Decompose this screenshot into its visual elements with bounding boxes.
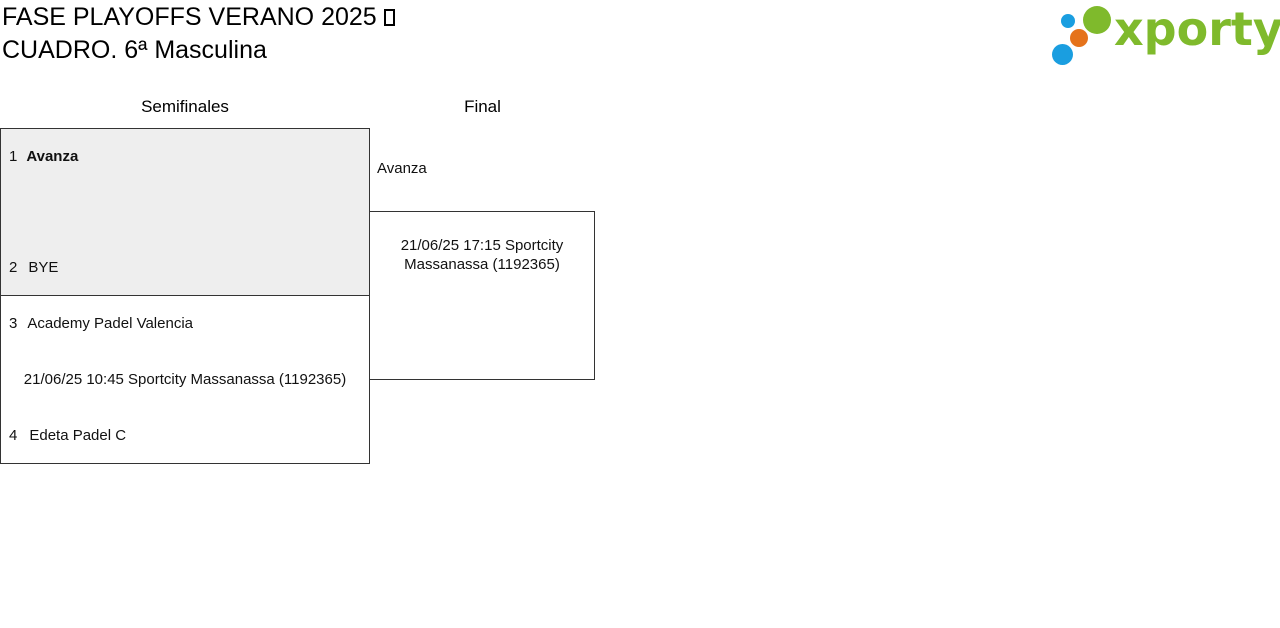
semifinal-2-team-2[interactable]: 4 Edeta Padel C bbox=[9, 427, 126, 444]
semifinal-2-team-1[interactable]: 3 Academy Padel Valencia bbox=[9, 315, 193, 332]
logo-dot-blue-small bbox=[1061, 14, 1075, 28]
xporty-logo: xporty bbox=[1050, 4, 1280, 68]
team-name: Avanza bbox=[26, 148, 79, 165]
logo-dot-blue-large bbox=[1052, 44, 1073, 65]
semifinal-match-1[interactable]: 1 Avanza 2 BYE bbox=[0, 128, 370, 296]
final-match-info: 21/06/25 17:15 Sportcity Massanassa (119… bbox=[400, 237, 564, 273]
page-title: FASE PLAYOFFS VERANO 2025 bbox=[2, 5, 395, 30]
team-name: Edeta Padel C bbox=[29, 427, 127, 444]
team-name: Academy Padel Valencia bbox=[27, 315, 193, 332]
team-seed: 3 bbox=[9, 315, 18, 332]
team-seed: 1 bbox=[9, 148, 18, 165]
logo-dot-orange bbox=[1070, 29, 1088, 47]
page-subtitle: CUADRO. 6ª Masculina bbox=[2, 36, 267, 64]
semifinal-1-team-1[interactable]: 1 Avanza bbox=[9, 148, 78, 165]
final-team-1[interactable]: Avanza bbox=[377, 160, 427, 177]
team-seed: 4 bbox=[9, 427, 18, 444]
semifinal-1-team-2[interactable]: 2 BYE bbox=[9, 259, 58, 276]
round-header-semifinals: Semifinales bbox=[141, 97, 229, 116]
team-name: BYE bbox=[28, 259, 59, 276]
semifinal-2-match-info: 21/06/25 10:45 Sportcity Massanassa (119… bbox=[23, 371, 347, 388]
logo-text: xporty bbox=[1114, 2, 1280, 56]
page-title-text: FASE PLAYOFFS VERANO 2025 bbox=[2, 3, 377, 31]
round-header-final: Final bbox=[464, 97, 501, 116]
final-match[interactable]: 21/06/25 17:15 Sportcity Massanassa (119… bbox=[369, 211, 595, 380]
missing-glyph-icon bbox=[383, 9, 395, 26]
semifinal-match-2[interactable]: 3 Academy Padel Valencia 21/06/25 10:45 S… bbox=[0, 295, 370, 464]
logo-dot-green bbox=[1083, 6, 1111, 34]
team-seed: 2 bbox=[9, 259, 18, 276]
